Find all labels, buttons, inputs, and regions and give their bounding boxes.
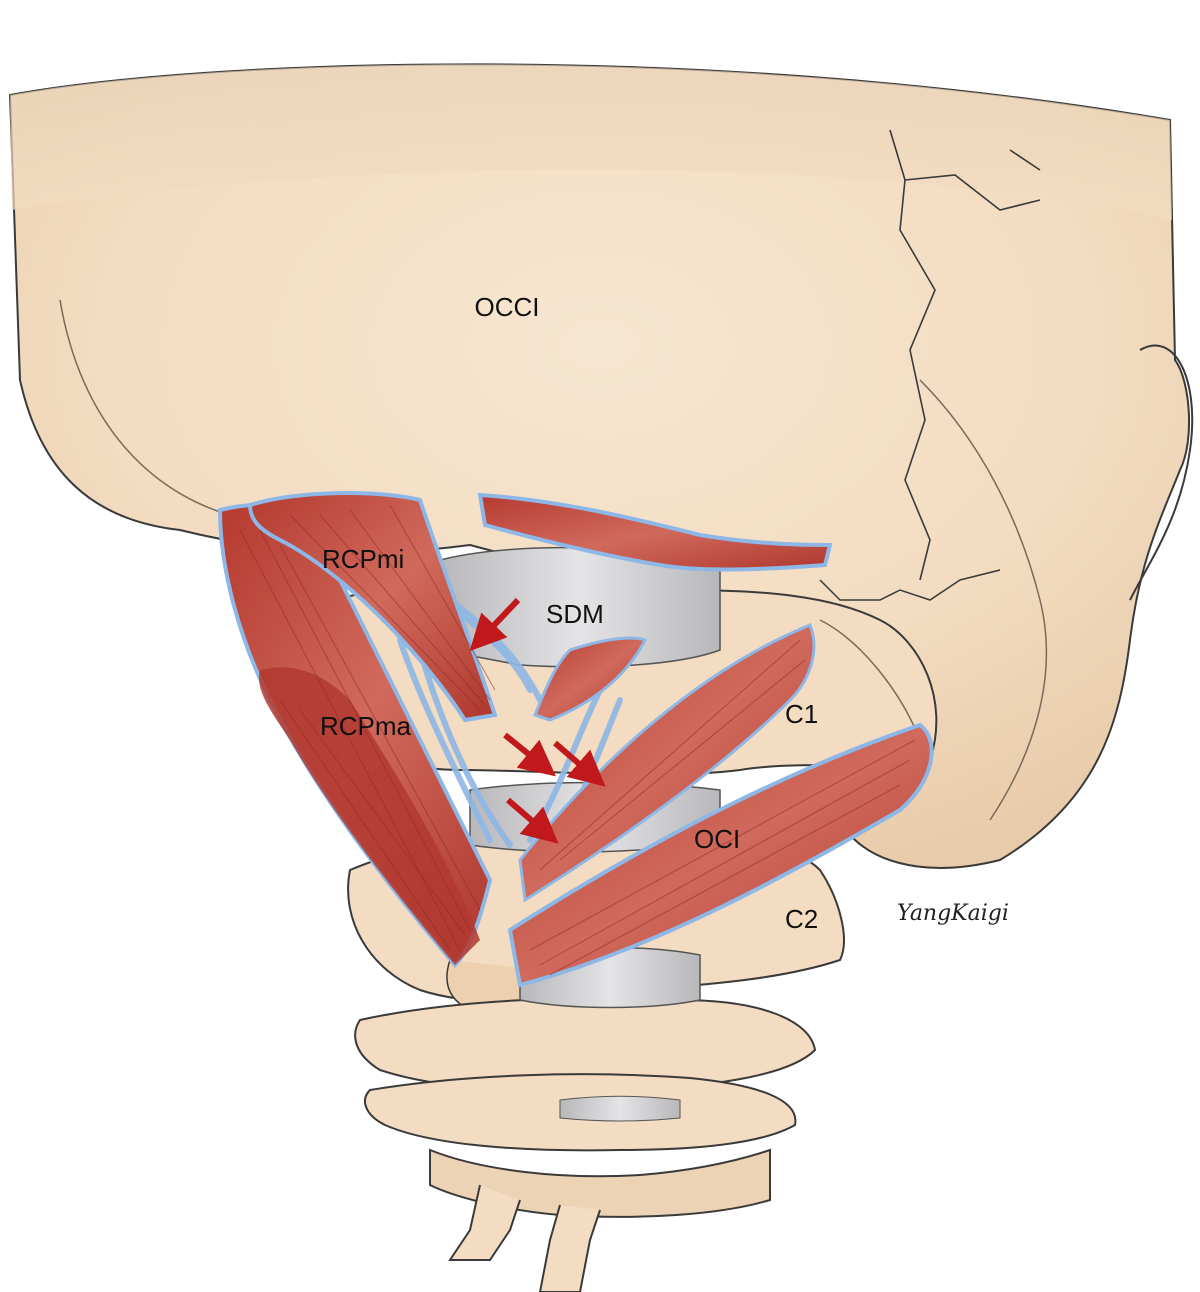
- muscle-fragment: [533, 636, 648, 722]
- artist-signature: YangKaigi: [897, 901, 1009, 926]
- oci-muscle: [507, 722, 934, 988]
- arrow-4: [506, 797, 559, 844]
- arrow-1: [469, 597, 521, 652]
- oc-superior-muscle: [518, 623, 816, 903]
- arrow-3: [553, 740, 606, 787]
- label-oci: OCI: [694, 824, 740, 854]
- label-sdm: SDM: [546, 599, 604, 629]
- rcp-minor-muscle: [247, 491, 498, 723]
- muscle-fibers: [239, 504, 916, 976]
- label-c1: C1: [785, 699, 818, 729]
- label-rcp-major: RCPma: [320, 711, 412, 741]
- muscle-stump-upper: [477, 492, 833, 572]
- arrow-2: [503, 732, 556, 777]
- rcp-major-lower: [259, 667, 480, 965]
- label-c2: C2: [785, 904, 818, 934]
- label-occipital: OCCI: [475, 292, 540, 322]
- label-rcp-minor: RCPmi: [322, 544, 404, 574]
- arrows: [469, 597, 606, 844]
